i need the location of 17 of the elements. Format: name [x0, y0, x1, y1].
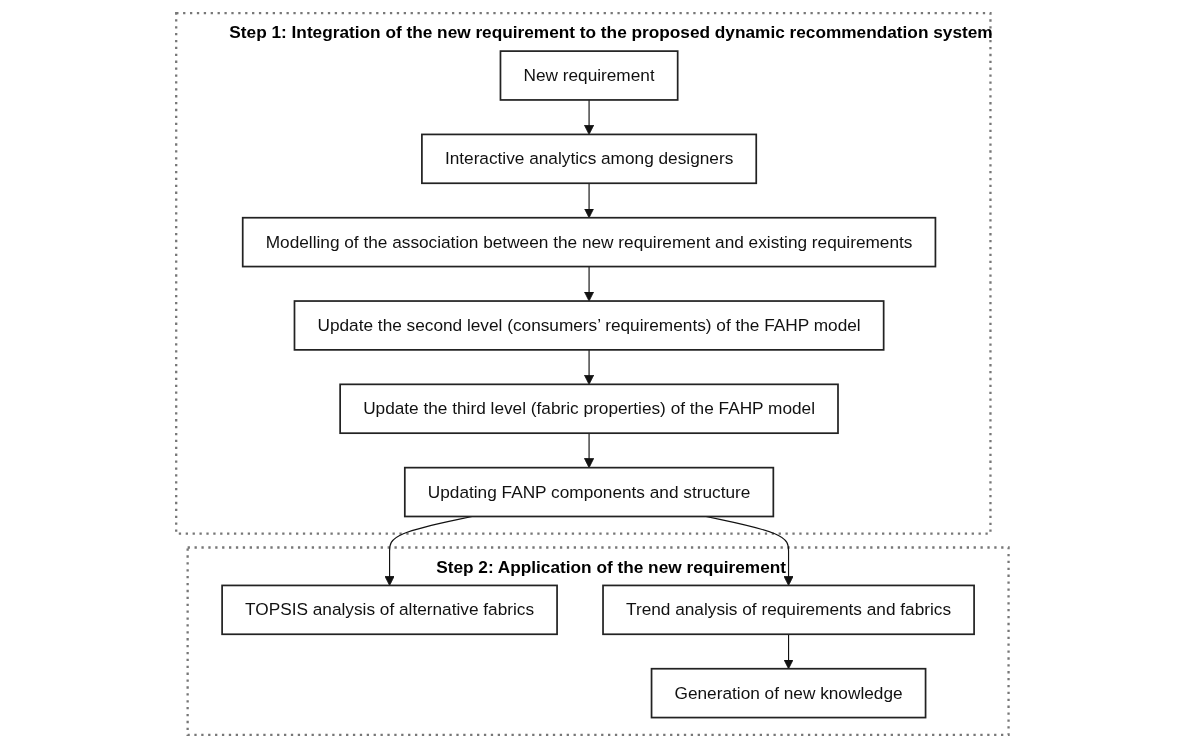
node-box: Generation of new knowledge [650, 667, 927, 718]
arrow [783, 633, 794, 669]
arrow [705, 515, 794, 586]
node-box: Updating FANP components and structure [403, 466, 774, 517]
node-box: TOPSIS analysis of alternative fabrics [220, 584, 558, 635]
node-box: Update the second level (consumers’ requirements) of the FAHP model [293, 299, 885, 351]
arrow [583, 98, 594, 135]
node-box: Modelling of the association between the new requirement and existing requirements [241, 216, 936, 267]
node-box: Update the third level (fabric properties) of the FAHP model [338, 382, 839, 434]
arrow [583, 432, 594, 468]
node-box: Interactive analytics among designers [420, 133, 757, 184]
arrow [583, 265, 594, 301]
arrow [583, 348, 594, 385]
node-box: Trend analysis of requirements and fabrics [601, 584, 975, 635]
node-box: New requirement [499, 49, 679, 101]
arrow [384, 515, 473, 586]
arrow [583, 182, 594, 218]
